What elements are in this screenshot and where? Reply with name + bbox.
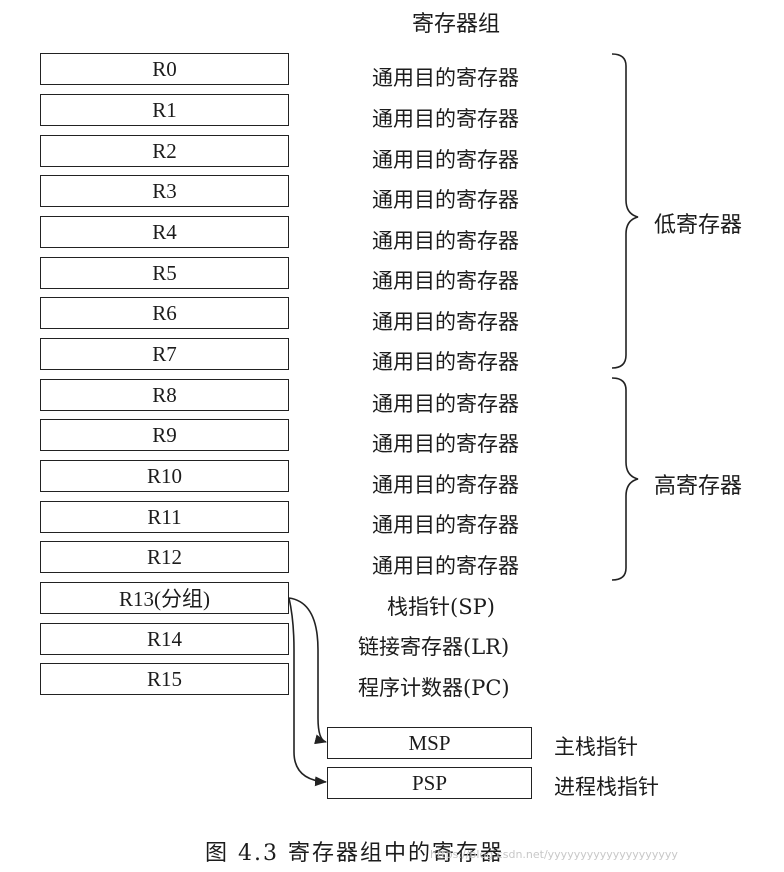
register-desc-r7: 通用目的寄存器 xyxy=(372,350,519,374)
register-desc-r1: 通用目的寄存器 xyxy=(372,107,519,131)
msp-desc: 主栈指针 xyxy=(554,735,638,759)
register-box-r10: R10 xyxy=(40,460,289,492)
register-desc-r6: 通用目的寄存器 xyxy=(372,310,519,334)
register-desc-r4: 通用目的寄存器 xyxy=(372,229,519,253)
register-box-r7: R7 xyxy=(40,338,289,370)
register-box-r2: R2 xyxy=(40,135,289,167)
low-registers-label: 低寄存器 xyxy=(654,213,743,238)
register-box-r6: R6 xyxy=(40,297,289,329)
register-desc-r12: 通用目的寄存器 xyxy=(372,554,519,578)
register-box-r5: R5 xyxy=(40,257,289,289)
psp-desc: 进程栈指针 xyxy=(554,775,659,799)
high-registers-brace xyxy=(611,377,639,581)
register-box-r11: R11 xyxy=(40,501,289,533)
r13-to-msp-arrow xyxy=(288,597,327,745)
register-box-r12: R12 xyxy=(40,541,289,573)
r13-to-psp-arrow xyxy=(288,597,327,787)
register-box-r13: R13(分组) xyxy=(40,582,289,614)
register-desc-r15: 程序计数器(PC) xyxy=(358,676,510,700)
figure-caption: 图 4.3 寄存器组中的寄存器 xyxy=(205,841,504,866)
register-box-r0: R0 xyxy=(40,53,289,85)
register-desc-r9: 通用目的寄存器 xyxy=(372,432,519,456)
register-box-r14: R14 xyxy=(40,623,289,655)
register-desc-r14: 链接寄存器(LR) xyxy=(358,635,510,659)
watermark-text: https://blog.csdn.net/yyyyyyyyyyyyyyyyyy… xyxy=(430,848,678,861)
msp-box: MSP xyxy=(327,727,532,759)
register-desc-r10: 通用目的寄存器 xyxy=(372,473,519,497)
register-desc-r2: 通用目的寄存器 xyxy=(372,148,519,172)
register-box-r15: R15 xyxy=(40,663,289,695)
register-box-r8: R8 xyxy=(40,379,289,411)
register-box-r3: R3 xyxy=(40,175,289,207)
high-registers-label: 高寄存器 xyxy=(654,474,743,499)
register-box-r4: R4 xyxy=(40,216,289,248)
register-desc-r13: 栈指针(SP) xyxy=(387,595,495,619)
register-box-r9: R9 xyxy=(40,419,289,451)
register-bank-title: 寄存器组 xyxy=(412,12,501,37)
register-desc-r0: 通用目的寄存器 xyxy=(372,66,519,90)
register-desc-r5: 通用目的寄存器 xyxy=(372,269,519,293)
psp-box: PSP xyxy=(327,767,532,799)
register-desc-r3: 通用目的寄存器 xyxy=(372,188,519,212)
register-box-r1: R1 xyxy=(40,94,289,126)
register-desc-r11: 通用目的寄存器 xyxy=(372,513,519,537)
register-desc-r8: 通用目的寄存器 xyxy=(372,392,519,416)
low-registers-brace xyxy=(611,53,639,369)
